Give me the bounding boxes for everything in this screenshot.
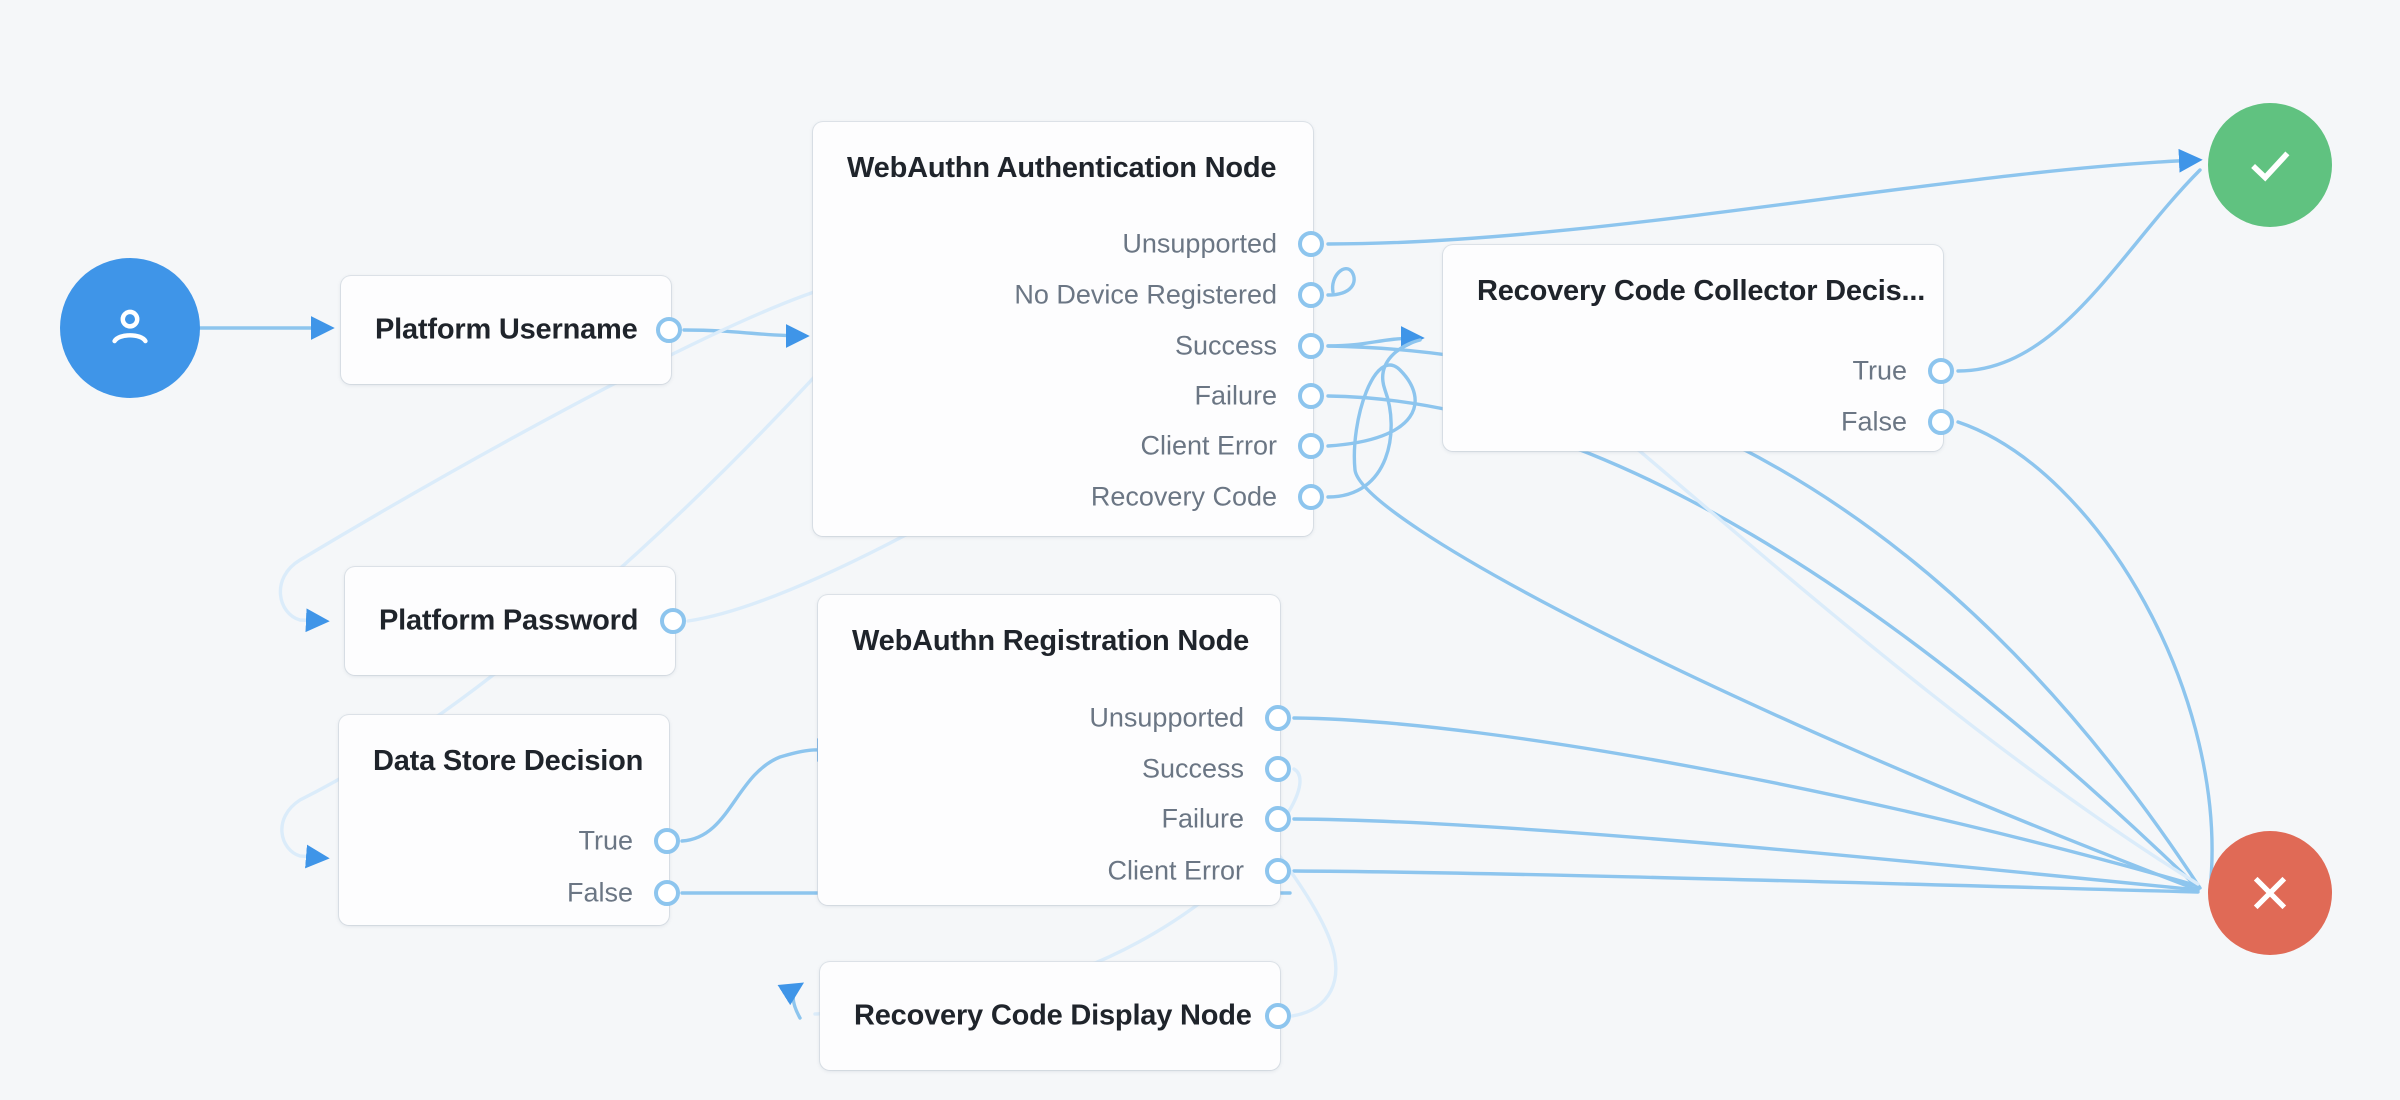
port-label-data-store-decision-0: True <box>578 825 633 856</box>
node-title-data-store-decision: Data Store Decision <box>373 745 644 777</box>
edge-registration-in-loop[interactable] <box>777 982 805 1020</box>
port-dot-webauthn-authentication-node-0[interactable] <box>1298 231 1324 257</box>
edge-auth-failure-to-fail[interactable] <box>1326 394 2200 890</box>
edge-auth-nodevice-to-collector[interactable] <box>1326 266 1356 297</box>
port-label-webauthn-authentication-node-3: Failure <box>1194 380 1277 411</box>
edge-auth-success-to-collector-in[interactable] <box>1326 326 1425 350</box>
edge-registration-clienterror-to-fail[interactable] <box>1292 869 2200 894</box>
node-platform-password[interactable]: Platform Password <box>345 567 675 675</box>
port-dot-recovery-code-collector-decision-1[interactable] <box>1928 409 1954 435</box>
port-dot-webauthn-registration-node-0[interactable] <box>1265 705 1291 731</box>
port-dot-webauthn-authentication-node-3[interactable] <box>1298 383 1324 409</box>
edge-platform-username-to-webauthn-auth[interactable] <box>682 324 810 348</box>
node-title-recovery-code-display-node: Recovery Code Display Node <box>854 999 1252 1032</box>
port-label-webauthn-registration-node-1: Success <box>1141 753 1244 784</box>
edge-collector-false-to-fail[interactable] <box>1956 420 2214 892</box>
edge-datastore-true-to-registration[interactable] <box>680 738 841 843</box>
port-label-webauthn-authentication-node-4: Client Error <box>1140 430 1277 461</box>
port-dot-webauthn-registration-node-2[interactable] <box>1265 806 1291 832</box>
edge-collector-true-to-success[interactable] <box>1956 168 2202 373</box>
port-dot-webauthn-authentication-node-1[interactable] <box>1298 282 1324 308</box>
node-title-webauthn-registration-node: WebAuthn Registration Node <box>852 625 1250 657</box>
port-dot-data-store-decision-0[interactable] <box>654 828 680 854</box>
port-label-webauthn-authentication-node-1: No Device Registered <box>1014 279 1277 310</box>
port-dot-data-store-decision-1[interactable] <box>654 880 680 906</box>
port-label-webauthn-authentication-node-0: Unsupported <box>1122 228 1277 259</box>
success-terminal[interactable] <box>2208 103 2332 227</box>
close-icon <box>2253 876 2287 910</box>
port-label-webauthn-registration-node-0: Unsupported <box>1089 702 1244 733</box>
node-title-recovery-code-collector-decision: Recovery Code Collector Decis... <box>1477 275 1926 307</box>
port-label-recovery-code-collector-decision-0: True <box>1852 355 1907 386</box>
failure-terminal[interactable] <box>2208 831 2332 955</box>
port-dot-webauthn-authentication-node-4[interactable] <box>1298 433 1324 459</box>
node-title-webauthn-authentication-node: WebAuthn Authentication Node <box>847 152 1277 184</box>
start-node[interactable] <box>60 258 200 398</box>
edge-registration-failure-to-fail[interactable] <box>1292 817 2200 892</box>
node-title-platform-username: Platform Username <box>375 313 638 346</box>
port-dot-webauthn-registration-node-3[interactable] <box>1265 858 1291 884</box>
port-dot-webauthn-authentication-node-5[interactable] <box>1298 484 1324 510</box>
edge-registration-unsupported-to-fail[interactable] <box>1292 716 2200 888</box>
edge-auth-unsupported-to-success[interactable] <box>1326 148 2203 246</box>
port-dot-recovery-code-display-node-0[interactable] <box>1265 1003 1291 1029</box>
port-label-webauthn-authentication-node-2: Success <box>1174 330 1277 361</box>
node-title-platform-password: Platform Password <box>379 604 639 637</box>
port-dot-webauthn-authentication-node-2[interactable] <box>1298 333 1324 359</box>
port-dot-platform-password-0[interactable] <box>660 608 686 634</box>
port-dot-webauthn-registration-node-1[interactable] <box>1265 756 1291 782</box>
user-icon <box>112 309 148 344</box>
port-dot-platform-username-0[interactable] <box>656 317 682 343</box>
port-label-data-store-decision-1: False <box>566 877 633 908</box>
check-icon <box>2251 151 2290 182</box>
port-label-recovery-code-collector-decision-1: False <box>1840 406 1907 437</box>
port-label-webauthn-registration-node-2: Failure <box>1161 803 1244 834</box>
port-label-webauthn-registration-node-3: Client Error <box>1107 855 1244 886</box>
node-platform-username[interactable]: Platform Username <box>341 276 671 384</box>
port-dot-recovery-code-collector-decision-0[interactable] <box>1928 358 1954 384</box>
port-label-webauthn-authentication-node-5: Recovery Code <box>1090 481 1277 512</box>
node-recovery-code-display-node[interactable]: Recovery Code Display Node <box>820 962 1280 1070</box>
edge-auth-recovery-to-collector[interactable] <box>1326 338 1422 499</box>
